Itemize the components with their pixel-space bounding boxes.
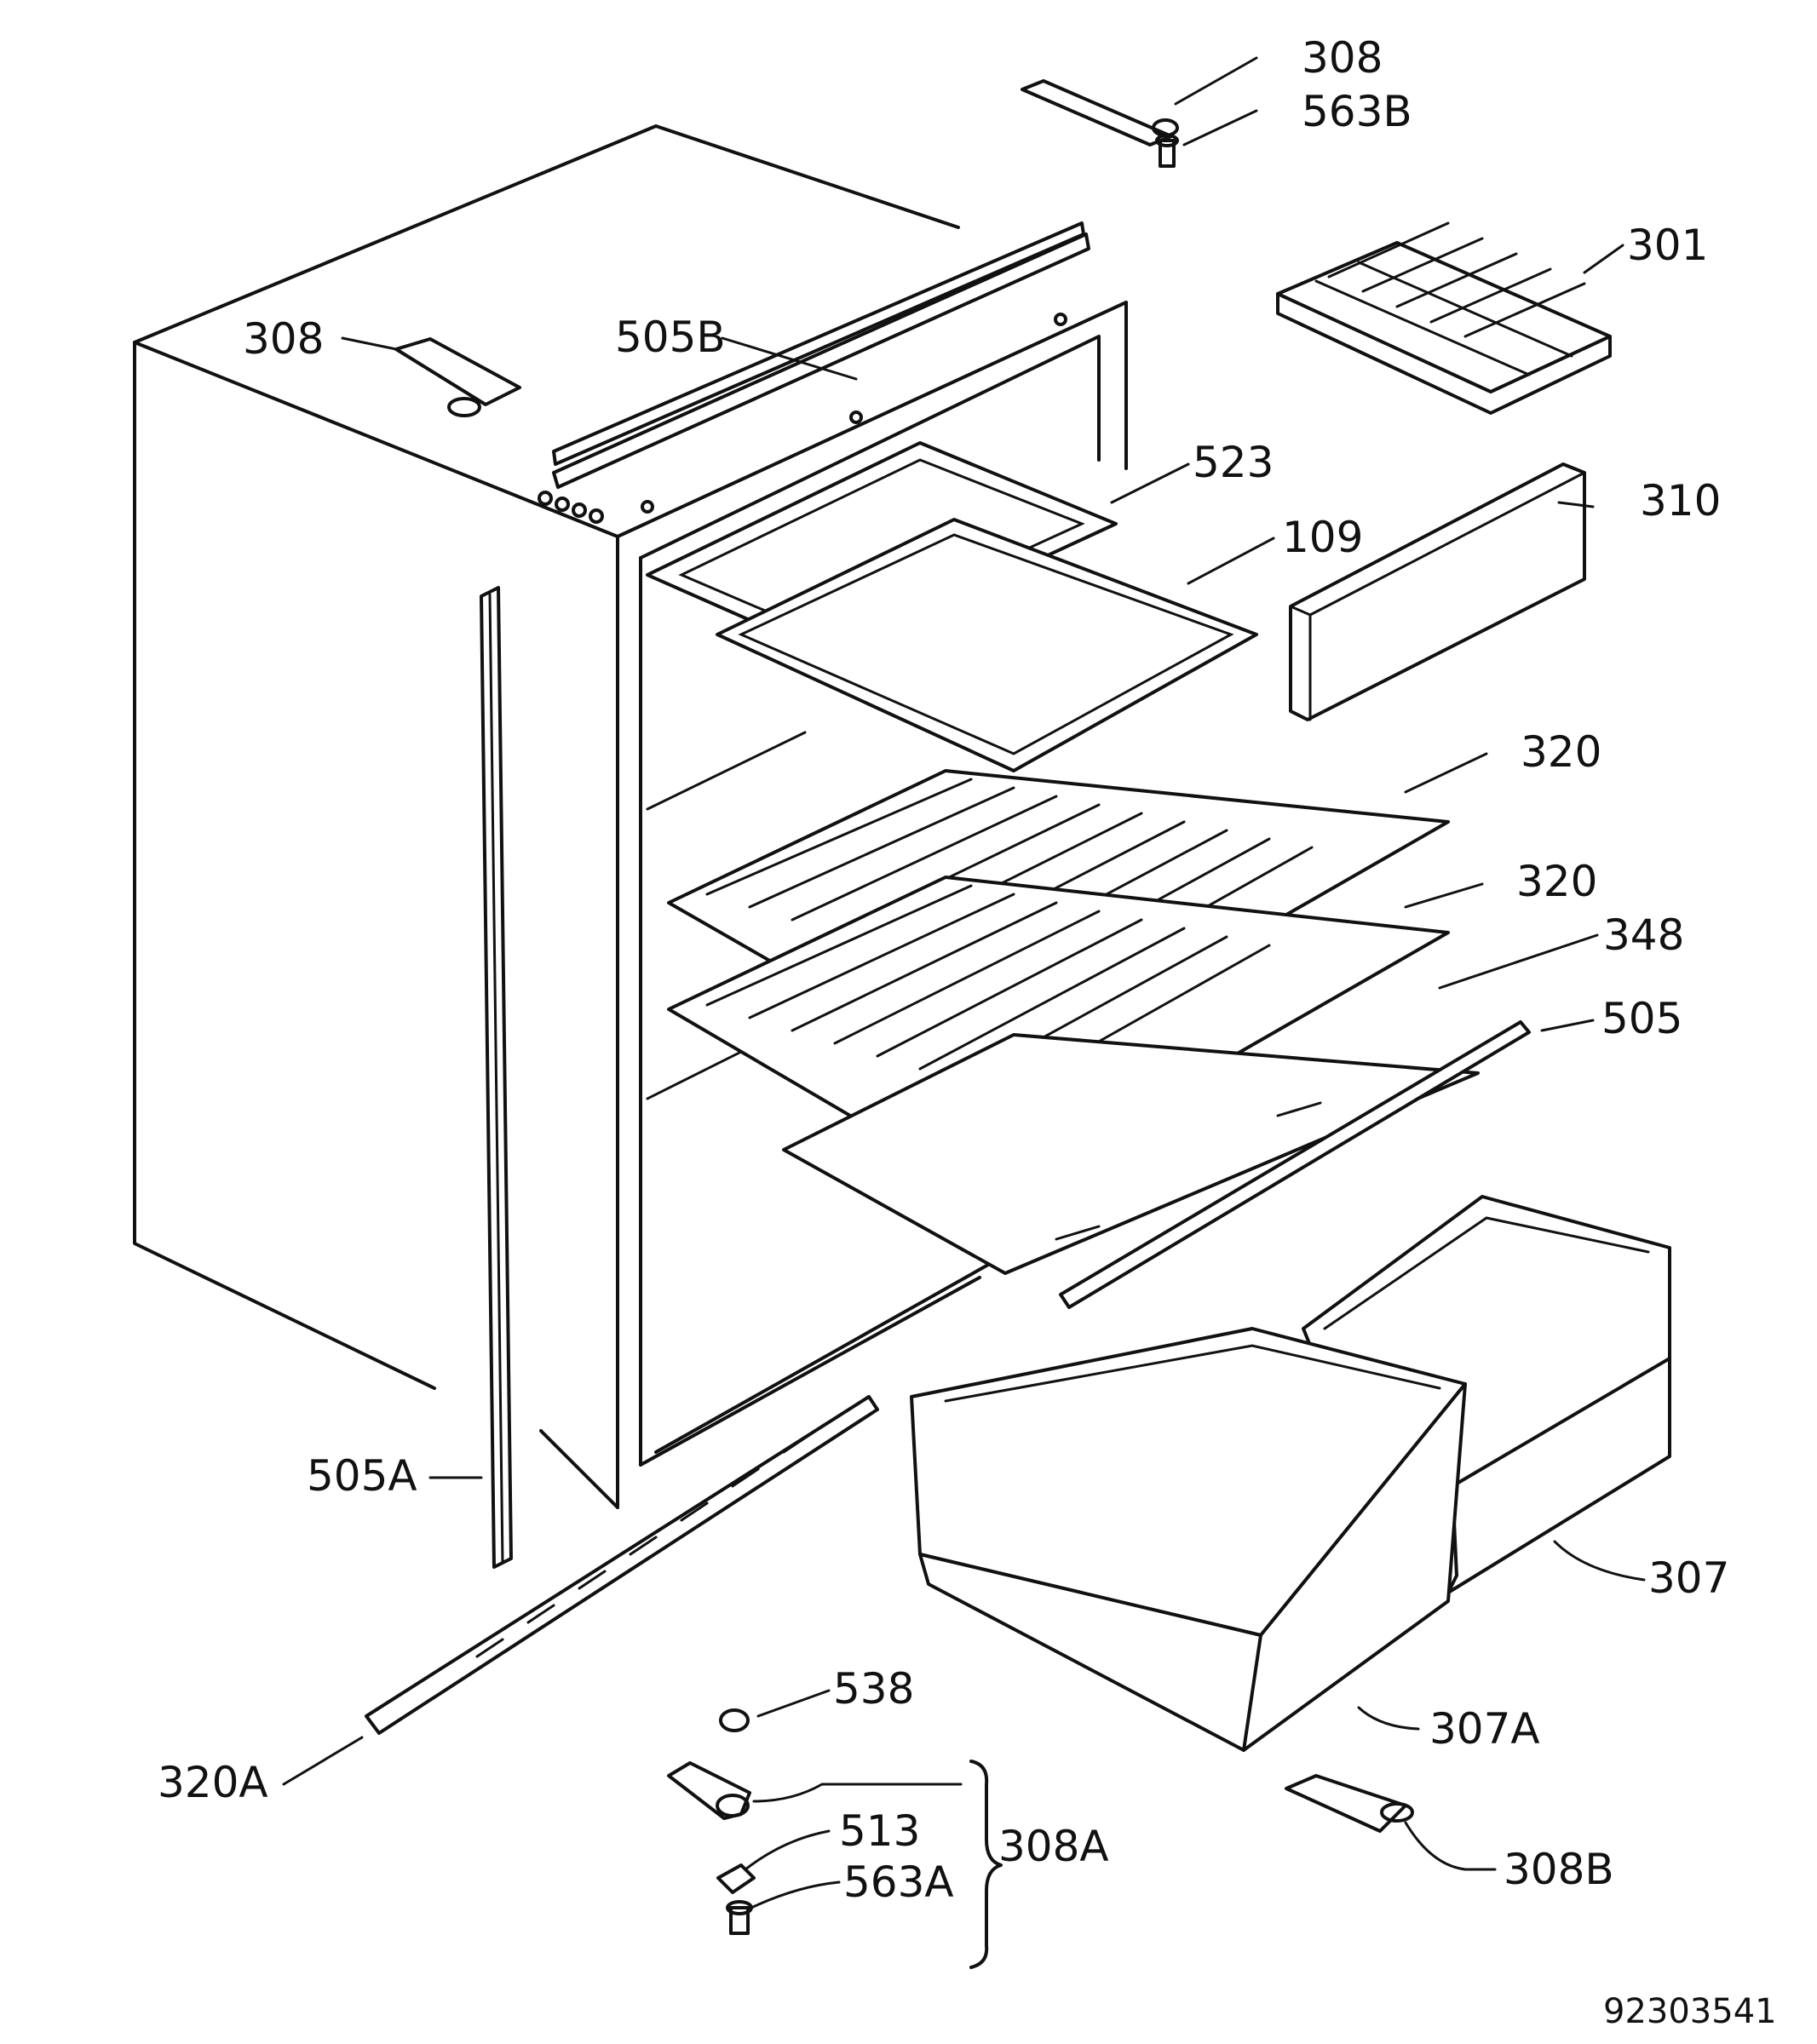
label-307a: 307A xyxy=(1429,1704,1540,1754)
rail-320a xyxy=(365,1395,879,1735)
glass-plate-348 xyxy=(782,1033,1480,1275)
label-505a: 505A xyxy=(307,1451,417,1501)
hinge-308-left xyxy=(394,337,521,417)
screw-563a xyxy=(726,1900,753,1935)
door-panel-310 xyxy=(1289,462,1586,721)
bracket-308a xyxy=(969,1760,1003,1969)
bin-307a xyxy=(910,1327,1467,1752)
label-538: 538 xyxy=(833,1664,914,1714)
ice-tray-301 xyxy=(1276,221,1612,415)
drip-tray-109 xyxy=(716,518,1258,772)
top-rail-505b xyxy=(552,221,1090,489)
label-348: 348 xyxy=(1603,910,1684,960)
label-513: 513 xyxy=(839,1806,920,1856)
seal-strip-505a xyxy=(480,586,513,1569)
label-308a: 308A xyxy=(998,1822,1109,1871)
part-labels: 308 563B 301 308 505B 523 310 109 320 32… xyxy=(158,33,1729,1907)
label-505: 505 xyxy=(1601,994,1682,1043)
label-109: 109 xyxy=(1282,513,1363,562)
label-308-left: 308 xyxy=(243,314,324,364)
label-320-lower: 320 xyxy=(1516,857,1597,906)
screw-563b xyxy=(1155,134,1179,168)
seal-strip-505 xyxy=(1059,1020,1531,1309)
hinge-308a xyxy=(667,1761,751,1820)
label-320a: 320A xyxy=(158,1758,268,1807)
hinge-308b xyxy=(1285,1774,1414,1833)
label-301: 301 xyxy=(1627,221,1708,270)
hinge-308-top xyxy=(1021,79,1179,146)
label-308-top: 308 xyxy=(1302,33,1383,83)
label-307: 307 xyxy=(1648,1553,1729,1603)
label-310: 310 xyxy=(1640,476,1721,525)
washer-513 xyxy=(716,1863,756,1894)
document-number: 92303541 xyxy=(1603,1992,1777,2031)
label-563b: 563B xyxy=(1302,87,1412,136)
label-320-upper: 320 xyxy=(1521,727,1601,777)
leader-lines xyxy=(282,56,1646,1909)
label-523: 523 xyxy=(1193,438,1274,487)
label-308b: 308B xyxy=(1504,1845,1614,1894)
cabinet-body xyxy=(133,124,1128,1509)
nut-538 xyxy=(719,1708,750,1732)
label-505b: 505B xyxy=(615,313,726,362)
label-563a: 563A xyxy=(843,1857,954,1907)
